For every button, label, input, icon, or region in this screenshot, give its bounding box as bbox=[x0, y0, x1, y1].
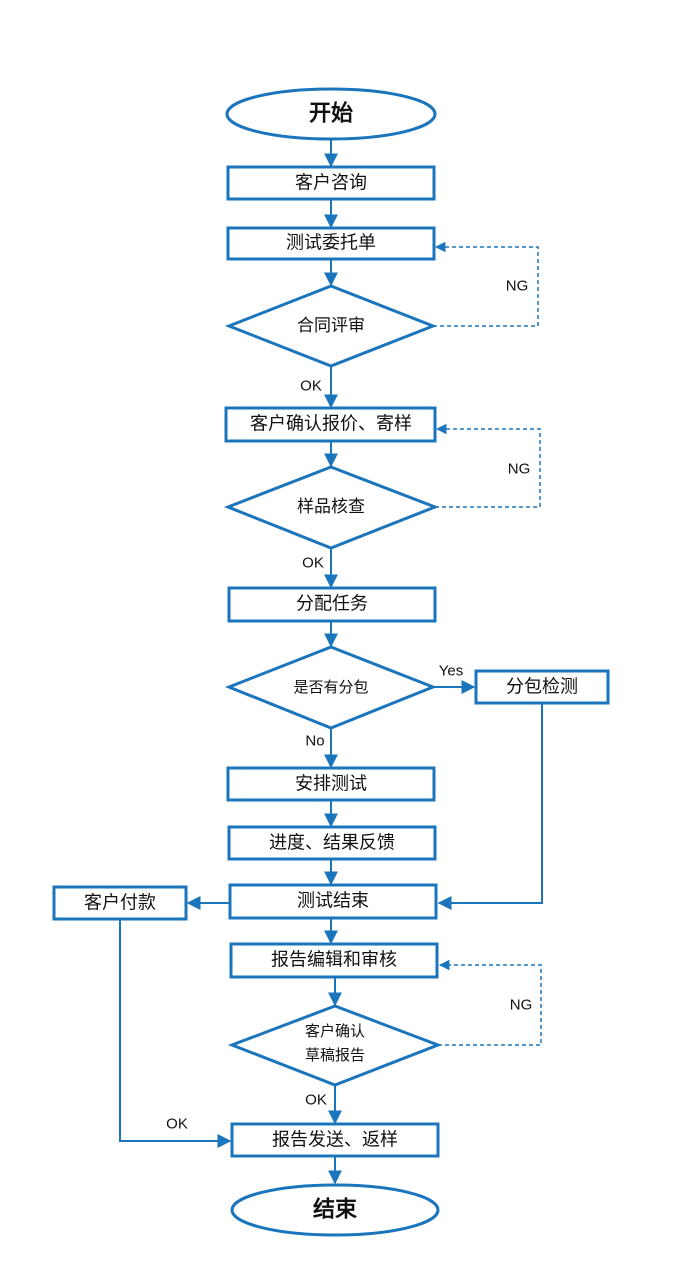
subcontract-question-diamond bbox=[224, 645, 438, 730]
subcontract-box bbox=[474, 669, 610, 705]
end-label: 结束 bbox=[313, 1197, 358, 1223]
order-label: 测试委托单 bbox=[286, 233, 376, 254]
report-edit-label: 报告编辑和审核 bbox=[271, 950, 397, 971]
edge-labels: NG OK NG OK Yes No NG OK OK bbox=[166, 278, 532, 1133]
contract-review-label: 合同评审 bbox=[297, 316, 365, 336]
start-terminal bbox=[225, 87, 437, 141]
ng-loop-review bbox=[433, 241, 539, 327]
edge-label-ok-payment: OK bbox=[166, 1116, 188, 1133]
order-box bbox=[226, 226, 436, 261]
contract-review-diamond bbox=[224, 284, 438, 368]
edge-label-ng-review: NG bbox=[506, 278, 529, 295]
edge-label-ok-sample: OK bbox=[302, 555, 324, 572]
consult-label: 客户咨询 bbox=[295, 173, 367, 194]
connectors bbox=[119, 140, 543, 1185]
draft-confirm-diamond bbox=[227, 1004, 443, 1087]
payment-box bbox=[52, 885, 188, 921]
start-label: 开始 bbox=[309, 101, 353, 127]
confirm-quote-label: 客户确认报价、寄样 bbox=[250, 414, 412, 435]
consult-box bbox=[226, 165, 436, 201]
test-end-label: 测试结束 bbox=[297, 891, 369, 912]
report-send-box bbox=[230, 1122, 440, 1158]
draft-confirm-label-line1: 客户确认 bbox=[305, 1022, 365, 1040]
nodes bbox=[52, 87, 610, 1237]
payment-label: 客户付款 bbox=[84, 893, 156, 914]
sample-check-diamond bbox=[223, 465, 440, 550]
edge-label-ok-review: OK bbox=[300, 378, 322, 395]
progress-box bbox=[227, 825, 437, 861]
report-send-label: 报告发送、返样 bbox=[272, 1130, 398, 1151]
subcontract-label: 分包检测 bbox=[506, 677, 578, 698]
ng-loop-draft bbox=[438, 959, 542, 1046]
arrange-box bbox=[226, 766, 436, 802]
test-end-box bbox=[228, 883, 438, 920]
sample-check-label: 样品核查 bbox=[297, 497, 365, 517]
subcontract-question-label: 是否有分包 bbox=[293, 678, 368, 696]
edge-label-ok-draft: OK bbox=[305, 1092, 327, 1109]
arrange-label: 安排测试 bbox=[295, 774, 367, 795]
ng-loop-sample bbox=[435, 423, 541, 508]
edge-subcontract-testend bbox=[437, 703, 543, 910]
edge-label-no: No bbox=[305, 733, 324, 750]
edge-payment-send bbox=[119, 920, 232, 1148]
confirm-quote-box bbox=[224, 406, 437, 443]
draft-confirm-label-line2: 草稿报告 bbox=[305, 1046, 365, 1064]
node-labels: 开始 客户咨询 测试委托单 合同评审 客户确认报价、寄样 样品核查 分配任务 是… bbox=[84, 101, 578, 1223]
edge-label-yes: Yes bbox=[439, 663, 463, 680]
ng-loops bbox=[433, 241, 542, 1046]
assign-label: 分配任务 bbox=[296, 594, 368, 615]
assign-box bbox=[227, 586, 437, 623]
progress-label: 进度、结果反馈 bbox=[269, 833, 395, 854]
edge-label-ng-draft: NG bbox=[510, 997, 533, 1014]
edge-label-ng-sample: NG bbox=[508, 461, 531, 478]
report-edit-box bbox=[229, 942, 439, 979]
end-terminal bbox=[230, 1183, 440, 1237]
